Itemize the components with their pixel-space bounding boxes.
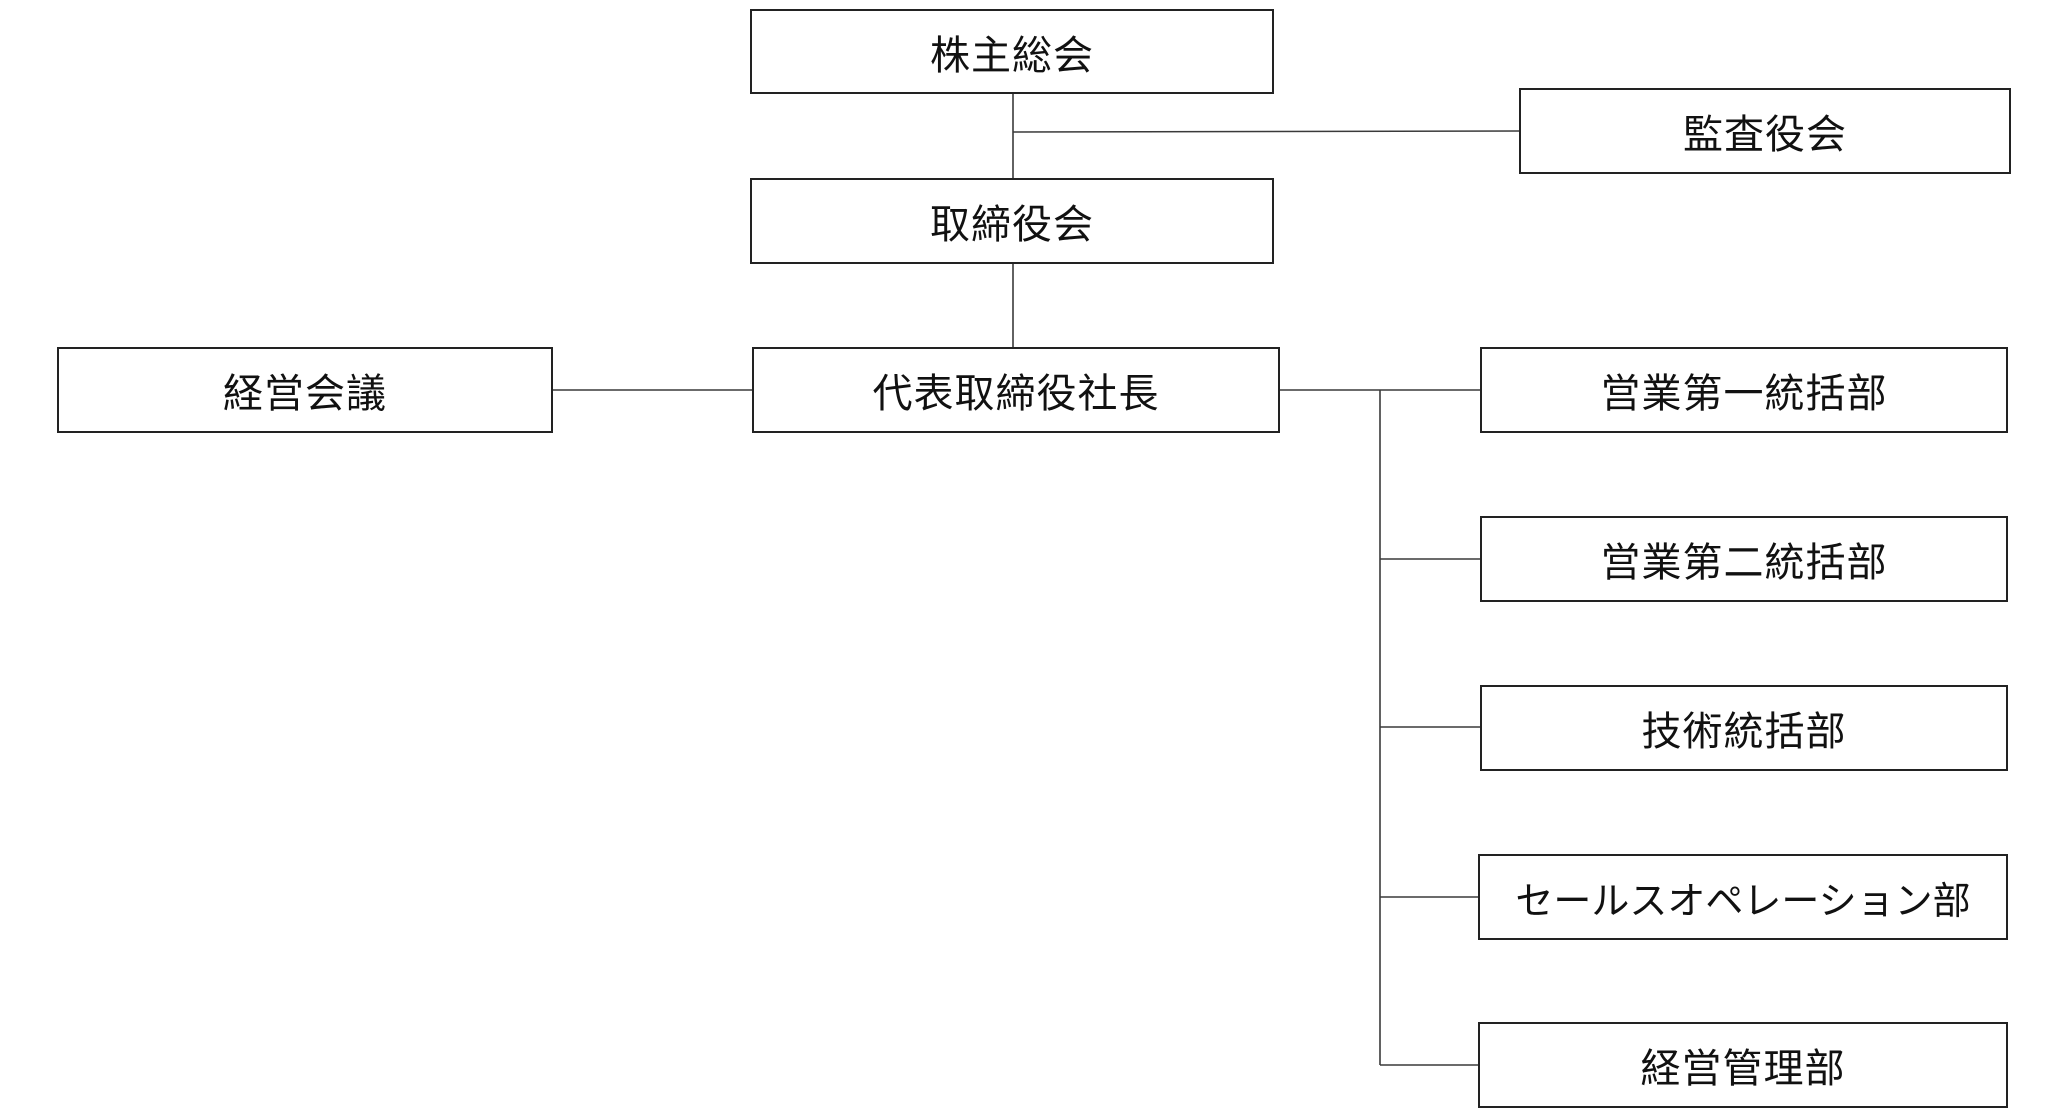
board-of-directors-box: 取締役会	[750, 178, 1274, 264]
department-box: 営業第一統括部	[1480, 347, 2008, 433]
management-meeting-box: 経営会議	[57, 347, 553, 433]
department-label: 営業第二統括部	[1600, 540, 1888, 586]
department-label: 営業第一統括部	[1600, 371, 1888, 417]
board-of-directors-label: 取締役会	[930, 202, 1094, 248]
department-label: 技術統括部	[1641, 709, 1847, 755]
audit-board-box: 監査役会	[1519, 88, 2011, 174]
department-box: 経営管理部	[1478, 1022, 2008, 1108]
management-meeting-label: 経営会議	[223, 371, 387, 417]
shareholders-meeting-label: 株主総会	[930, 32, 1094, 79]
president-label: 代表取締役社長	[872, 371, 1160, 417]
department-box: セールスオペレーション部	[1478, 854, 2008, 940]
department-box: 技術統括部	[1480, 685, 2008, 771]
department-label: セールスオペレーション部	[1515, 878, 1971, 923]
shareholders-meeting-box: 株主総会	[750, 9, 1274, 94]
department-label: 経営管理部	[1640, 1046, 1846, 1092]
line-to-audit-board	[1012, 130, 1522, 133]
department-box: 営業第二統括部	[1480, 516, 2008, 602]
president-box: 代表取締役社長	[752, 347, 1280, 433]
audit-board-label: 監査役会	[1683, 112, 1847, 158]
